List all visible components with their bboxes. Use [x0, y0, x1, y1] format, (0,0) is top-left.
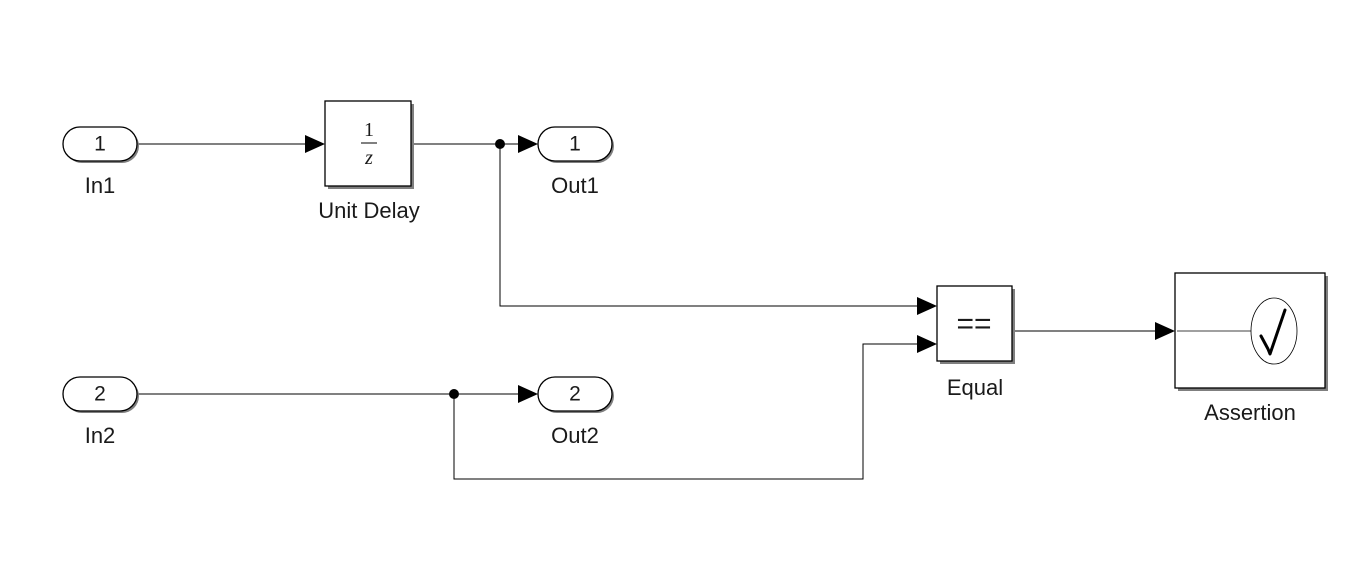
- outport-out1-number: 1: [569, 133, 581, 156]
- inport-in2-number: 2: [94, 383, 106, 406]
- inport-in2-label: In2: [85, 423, 116, 448]
- outport-out2-label: Out2: [551, 423, 599, 448]
- arrowhead-out2-input: [518, 385, 538, 403]
- checkmark-icon: [1259, 308, 1287, 356]
- unit-delay-denominator: z: [364, 147, 373, 169]
- arrowhead-assertion-input: [1155, 322, 1175, 340]
- branch-point-1: [495, 139, 505, 149]
- equal-operator: ==: [956, 308, 991, 341]
- arrowhead-out1-input: [518, 135, 538, 153]
- inport-in1-label: In1: [85, 173, 116, 198]
- arrowhead-equal-input1: [917, 297, 937, 315]
- arrowhead-equal-input2: [917, 335, 937, 353]
- inport-in2-block[interactable]: 2: [62, 376, 139, 413]
- assertion-label: Assertion: [1204, 400, 1296, 425]
- line-branch-to-equal-in2[interactable]: [453, 343, 921, 480]
- equal-block[interactable]: ==: [936, 285, 1015, 364]
- outport-out1-block[interactable]: 1: [537, 126, 614, 163]
- arrowhead-unit-delay-input: [305, 135, 325, 153]
- assertion-block[interactable]: [1174, 272, 1328, 391]
- unit-delay-block[interactable]: 1 z: [324, 100, 414, 189]
- outport-out2-block[interactable]: 2: [537, 376, 614, 413]
- unit-delay-label: Unit Delay: [318, 198, 419, 223]
- outport-out2-number: 2: [569, 383, 581, 406]
- unit-delay-numerator: 1: [364, 119, 374, 141]
- outport-out1-label: Out1: [551, 173, 599, 198]
- equal-label: Equal: [947, 375, 1003, 400]
- inport-in1-block[interactable]: 1: [62, 126, 139, 163]
- assertion-check-circle: [1250, 297, 1298, 365]
- line-branch-to-equal-in1[interactable]: [499, 144, 921, 307]
- branch-point-2: [449, 389, 459, 399]
- inport-in1-number: 1: [94, 133, 106, 156]
- arrowheads: [305, 135, 1175, 403]
